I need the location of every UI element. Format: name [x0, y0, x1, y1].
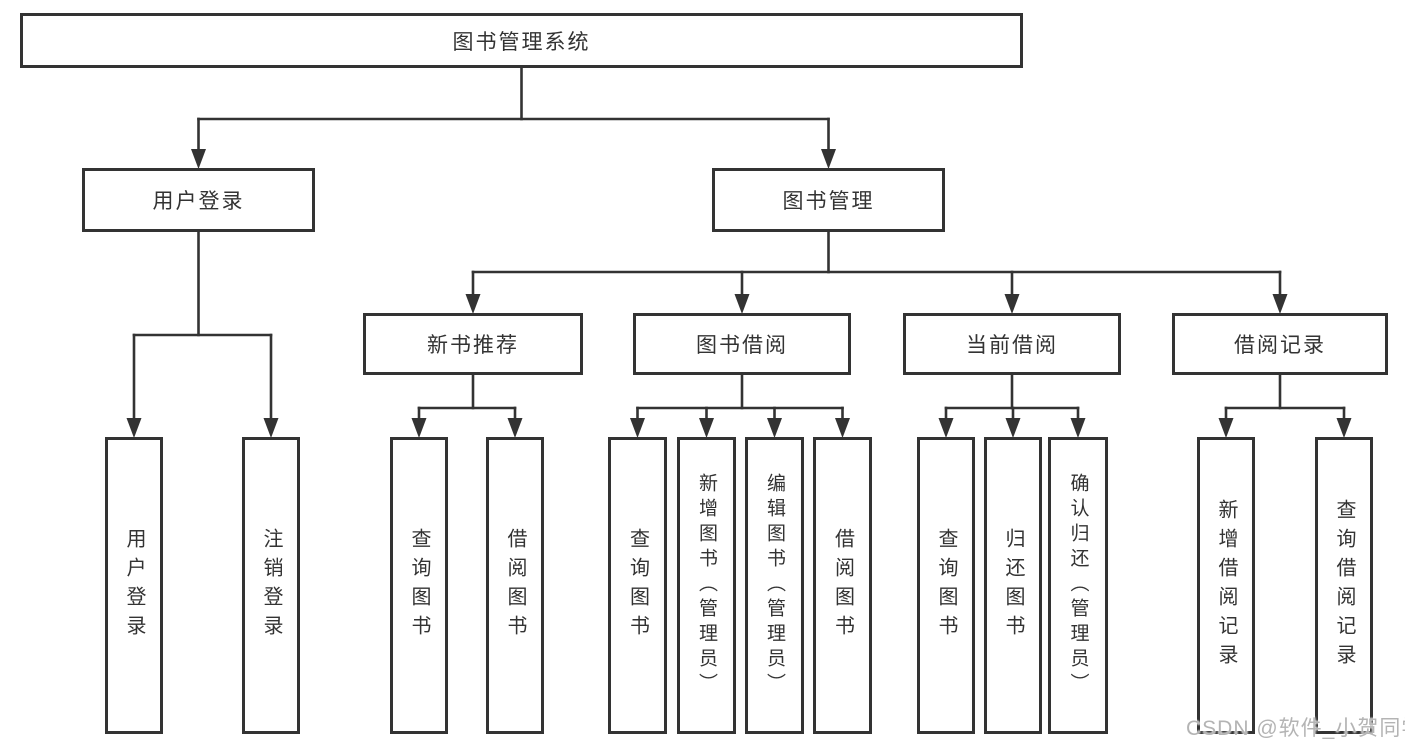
node-label: 确认归还（管理员） [1067, 473, 1089, 698]
arrowhead-icon [1004, 294, 1020, 314]
arrowhead-icon [1005, 418, 1021, 438]
node-label: 查询图书 [408, 527, 430, 644]
arrowhead-icon [821, 149, 836, 169]
node-label: 新增借阅记录 [1215, 498, 1237, 673]
node-borrowing-records: 借阅记录 [1172, 313, 1388, 375]
node-leaf-query-book-recommend: 查询图书 [390, 437, 448, 734]
arrowhead-icon [734, 294, 750, 314]
node-book-management: 图书管理 [712, 168, 945, 232]
node-leaf-add-borrow-record: 新增借阅记录 [1197, 437, 1255, 734]
node-label: 查询借阅记录 [1333, 498, 1355, 673]
node-label: 用户登录 [123, 527, 145, 644]
node-label: 归还图书 [1002, 527, 1024, 644]
node-leaf-edit-book-admin: 编辑图书（管理员） [745, 437, 804, 734]
node-label: 当前借阅 [966, 334, 1058, 357]
arrowhead-icon [263, 418, 279, 438]
arrowhead-icon [465, 294, 481, 314]
node-label: 新书推荐 [427, 334, 519, 357]
node-user-login: 用户登录 [82, 168, 315, 232]
arrowhead-icon [630, 418, 645, 438]
arrowhead-icon [126, 418, 142, 438]
node-leaf-borrow-book-recommend: 借阅图书 [486, 437, 544, 734]
node-label: 新增图书（管理员） [696, 473, 717, 698]
arrowhead-icon [1218, 418, 1234, 438]
node-label: 查询图书 [935, 527, 957, 644]
node-label: 借阅图书 [504, 527, 526, 644]
arrowhead-icon [699, 418, 714, 438]
node-label: 借阅图书 [831, 527, 854, 644]
arrowhead-icon [411, 418, 427, 438]
node-label: 图书管理 [782, 190, 875, 213]
node-current-borrowing: 当前借阅 [903, 313, 1121, 375]
node-leaf-add-book-admin: 新增图书（管理员） [677, 437, 736, 734]
arrowhead-icon [1336, 418, 1352, 438]
node-label: 借阅记录 [1234, 334, 1326, 357]
node-leaf-query-borrow-record: 查询借阅记录 [1315, 437, 1373, 734]
node-leaf-user-login: 用户登录 [105, 437, 163, 734]
node-leaf-query-book-borrow: 查询图书 [608, 437, 667, 734]
node-book-borrowing: 图书借阅 [633, 313, 851, 375]
arrowhead-icon [507, 418, 523, 438]
arrowhead-icon [938, 418, 954, 438]
node-root: 图书管理系统 [20, 13, 1023, 68]
node-label: 编辑图书（管理员） [764, 473, 785, 698]
node-label: 查询图书 [626, 527, 649, 644]
watermark: CSDN @软件_小贺同学 [1186, 717, 1405, 740]
arrowhead-icon [767, 418, 782, 438]
node-leaf-logout: 注销登录 [242, 437, 300, 734]
node-leaf-query-book-current: 查询图书 [917, 437, 975, 734]
node-leaf-borrow-book: 借阅图书 [813, 437, 872, 734]
arrowhead-icon [1272, 294, 1288, 314]
arrowhead-icon [1070, 418, 1086, 438]
arrowhead-icon [835, 418, 850, 438]
node-leaf-return-book: 归还图书 [984, 437, 1042, 734]
node-label: 图书借阅 [696, 334, 788, 357]
node-label: 用户登录 [152, 190, 245, 213]
node-leaf-confirm-return-admin: 确认归还（管理员） [1048, 437, 1108, 734]
node-new-book-recommend: 新书推荐 [363, 313, 583, 375]
node-label: 注销登录 [260, 527, 282, 644]
arrowhead-icon [191, 149, 206, 169]
node-label: 图书管理系统 [452, 30, 591, 54]
